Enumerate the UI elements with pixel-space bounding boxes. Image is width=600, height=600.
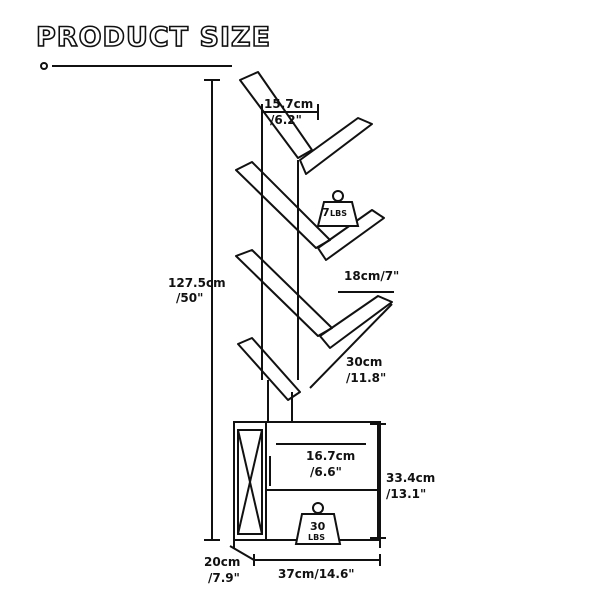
page-title: PRODUCT SIZE	[35, 21, 272, 54]
shelf-load-unit: LBS	[330, 209, 347, 218]
height-total-cm: 127.5cm	[168, 276, 226, 290]
shelf-load-value: 7	[322, 206, 330, 219]
top-width-in: /6.2"	[270, 113, 302, 127]
dimension-lines	[204, 79, 394, 566]
weight-badge-30lbs	[294, 502, 342, 545]
inner-height-cm: 16.7cm	[306, 449, 355, 463]
right-branch-lower	[319, 295, 393, 349]
weight-badge-7lbs	[316, 190, 360, 227]
cabinet-height-in: /13.1"	[386, 487, 426, 501]
cabinet-width-label: 37cm/14.6"	[278, 567, 355, 581]
right-branch-upper	[299, 117, 373, 175]
shelf-depth-label: 18cm/7"	[344, 269, 399, 283]
shelf-length-in: /11.8"	[346, 371, 386, 385]
left-branch-2	[235, 249, 333, 337]
inner-height-in: /6.6"	[310, 465, 342, 479]
cabinet-load-value: 30	[310, 520, 326, 533]
top-width-cm: 15.7cm	[264, 97, 313, 111]
top-branch	[239, 71, 313, 159]
cabinet-height-cm: 33.4cm	[386, 471, 435, 485]
height-total-in: /50"	[176, 291, 203, 305]
cabinet-side-panel	[237, 429, 263, 535]
tree-shelf-frame	[235, 71, 393, 423]
shelf-length-cm: 30cm	[346, 355, 382, 369]
cabinet-depth-cm: 20cm	[204, 555, 240, 569]
left-branch-3	[237, 337, 301, 401]
left-branch-1	[235, 161, 331, 249]
trunk	[267, 380, 293, 423]
cabinet-depth-in: /7.9"	[208, 571, 240, 585]
title-underline	[40, 62, 232, 70]
cabinet-load-unit: LBS	[308, 533, 325, 542]
